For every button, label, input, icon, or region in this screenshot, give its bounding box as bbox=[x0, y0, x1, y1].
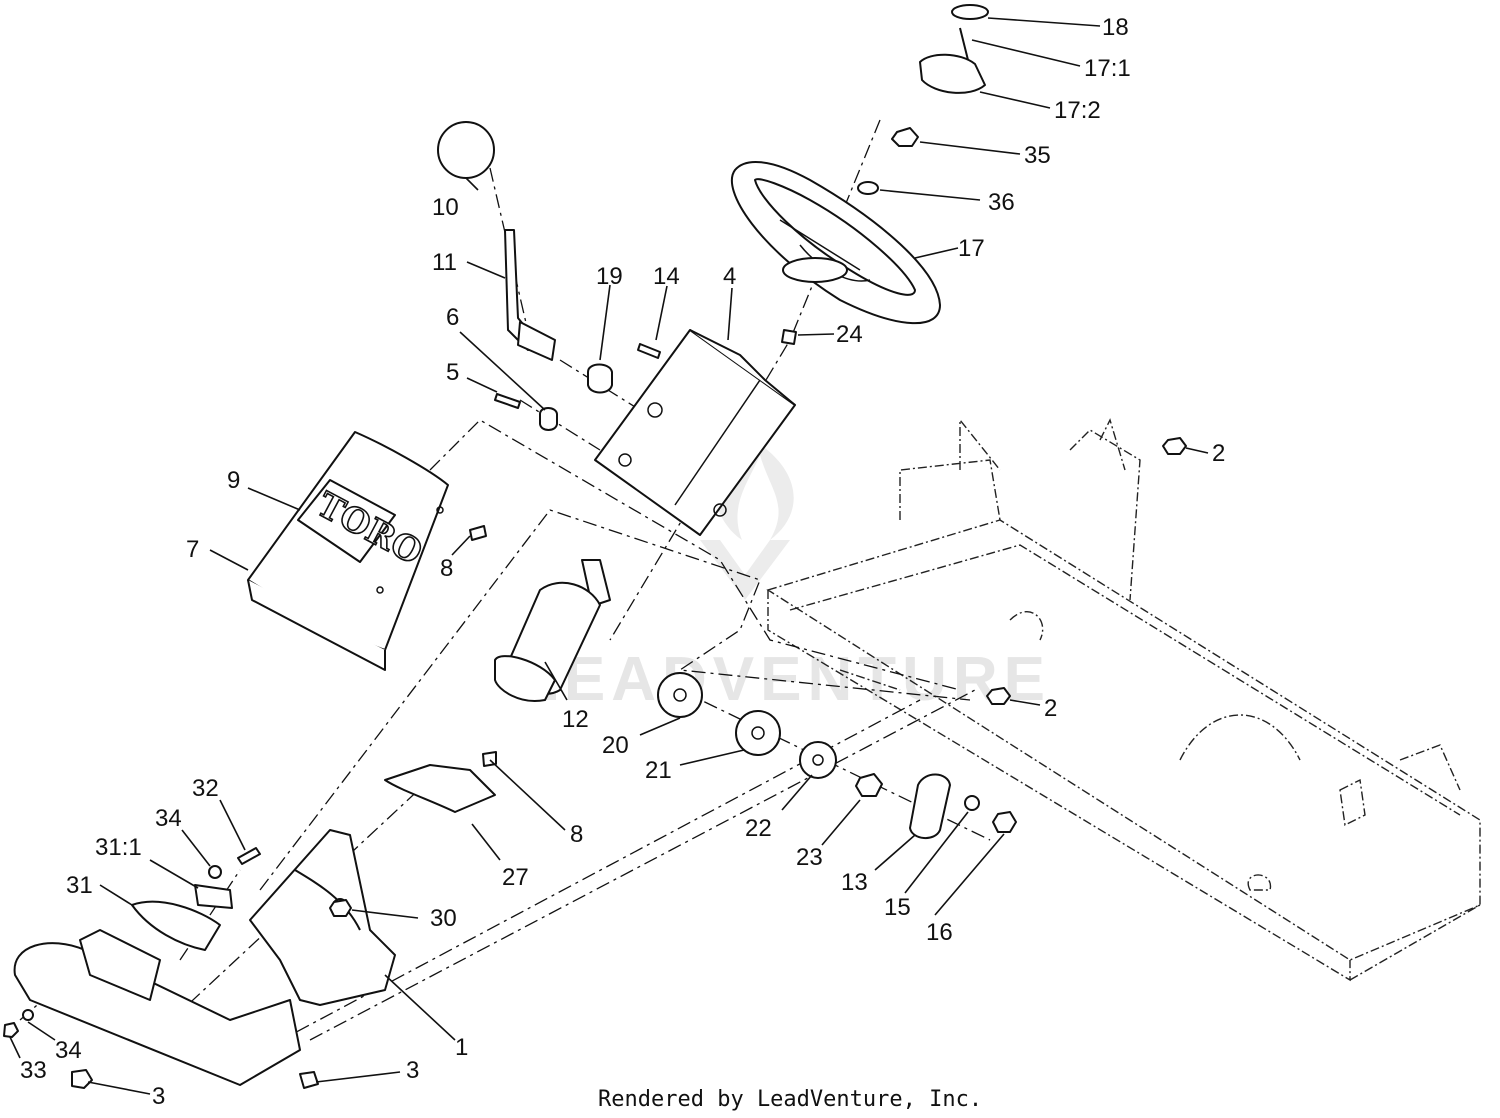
callout-15: 15 bbox=[884, 894, 911, 921]
part-8-screw-top bbox=[469, 525, 487, 541]
rendered-by-credit: Rendered by LeadVenture, Inc. bbox=[598, 1087, 982, 1112]
part-17-steering-wheel bbox=[730, 161, 941, 325]
part-27-plate bbox=[384, 764, 496, 813]
part-34-washer-low bbox=[22, 1009, 34, 1021]
callout-17-2: 17:2 bbox=[1054, 97, 1101, 124]
callout-20: 20 bbox=[602, 732, 629, 759]
part-24-bolt bbox=[781, 329, 797, 345]
callout-23: 23 bbox=[796, 844, 823, 871]
part-35-nut bbox=[891, 127, 919, 147]
callout-30: 30 bbox=[430, 905, 457, 932]
part-2-nut-top bbox=[1162, 437, 1187, 455]
part-1-column-base bbox=[13, 829, 396, 1086]
part-20-washer bbox=[657, 672, 703, 718]
callout-3-right: 3 bbox=[406, 1057, 419, 1084]
part-36-washer bbox=[857, 181, 879, 195]
part-11-lever-hub bbox=[517, 321, 556, 361]
callout-13: 13 bbox=[841, 869, 868, 896]
callout-3-left: 3 bbox=[152, 1083, 165, 1110]
part-31-1-label bbox=[194, 884, 233, 909]
callout-8-low: 8 bbox=[570, 821, 583, 848]
callout-22: 22 bbox=[745, 815, 772, 842]
callout-7: 7 bbox=[186, 536, 199, 563]
callout-4: 4 bbox=[723, 263, 736, 290]
part-4-bracket bbox=[594, 329, 796, 536]
part-10-knob bbox=[437, 121, 495, 179]
part-17-1-screw bbox=[959, 27, 969, 61]
callout-1: 1 bbox=[455, 1034, 468, 1061]
callout-14: 14 bbox=[653, 263, 680, 290]
part-22-washer bbox=[799, 741, 837, 779]
part-30-nut bbox=[329, 899, 352, 917]
part-32-bolt bbox=[237, 847, 261, 865]
callout-18: 18 bbox=[1102, 14, 1129, 41]
part-12-steering-unit bbox=[494, 559, 611, 702]
callout-34-low: 34 bbox=[55, 1037, 82, 1064]
part-6-spacer bbox=[539, 407, 558, 431]
callout-31: 31 bbox=[66, 872, 93, 899]
part-2-nut-mid bbox=[986, 687, 1011, 705]
part-21-washer bbox=[735, 710, 781, 756]
chassis-frame bbox=[766, 418, 1481, 982]
callout-34-top: 34 bbox=[155, 805, 182, 832]
callout-35: 35 bbox=[1024, 142, 1051, 169]
part-34-washer-top bbox=[208, 865, 222, 879]
callout-17-1: 17:1 bbox=[1084, 55, 1131, 82]
callout-27: 27 bbox=[502, 864, 529, 891]
part-3-bolt-left bbox=[71, 1069, 93, 1089]
watermark-text: LEADVENTURE bbox=[520, 645, 1051, 714]
callout-11: 11 bbox=[432, 249, 457, 276]
callout-17: 17 bbox=[958, 235, 985, 262]
callout-33: 33 bbox=[20, 1057, 47, 1084]
callout-24: 24 bbox=[836, 321, 863, 348]
part-16-nut bbox=[992, 811, 1017, 833]
part-19-bushing bbox=[587, 363, 613, 394]
leader-lines bbox=[9, 17, 1209, 1095]
part-23-nut bbox=[855, 773, 883, 797]
callout-21: 21 bbox=[645, 757, 672, 784]
callout-32: 32 bbox=[192, 775, 219, 802]
callout-2-top: 2 bbox=[1212, 440, 1225, 467]
callout-labels: 18 17:1 17:2 35 36 17 10 11 19 14 4 24 6… bbox=[20, 14, 1225, 1110]
part-18-cap bbox=[951, 4, 989, 20]
watermark: LEADVENTURE bbox=[520, 430, 1051, 714]
callout-31-1: 31:1 bbox=[95, 834, 142, 861]
part-14-bolt bbox=[637, 343, 661, 359]
part-31-pad bbox=[131, 900, 221, 951]
callout-36: 36 bbox=[988, 189, 1015, 216]
callout-2-mid: 2 bbox=[1044, 695, 1057, 722]
callout-6: 6 bbox=[446, 304, 459, 331]
callout-16: 16 bbox=[926, 919, 953, 946]
part-5-bolt bbox=[494, 393, 521, 409]
part-17-2-hub bbox=[919, 53, 986, 94]
part-3-bolt-right bbox=[299, 1071, 319, 1089]
part-33-nut bbox=[3, 1022, 19, 1038]
callout-5: 5 bbox=[446, 359, 459, 386]
callout-8-top: 8 bbox=[440, 555, 453, 582]
callout-9: 9 bbox=[227, 467, 240, 494]
callout-12: 12 bbox=[562, 706, 589, 733]
part-15-washer bbox=[964, 795, 980, 811]
callout-19: 19 bbox=[596, 263, 623, 290]
part-13-arm bbox=[909, 773, 951, 839]
callout-10: 10 bbox=[432, 194, 459, 221]
